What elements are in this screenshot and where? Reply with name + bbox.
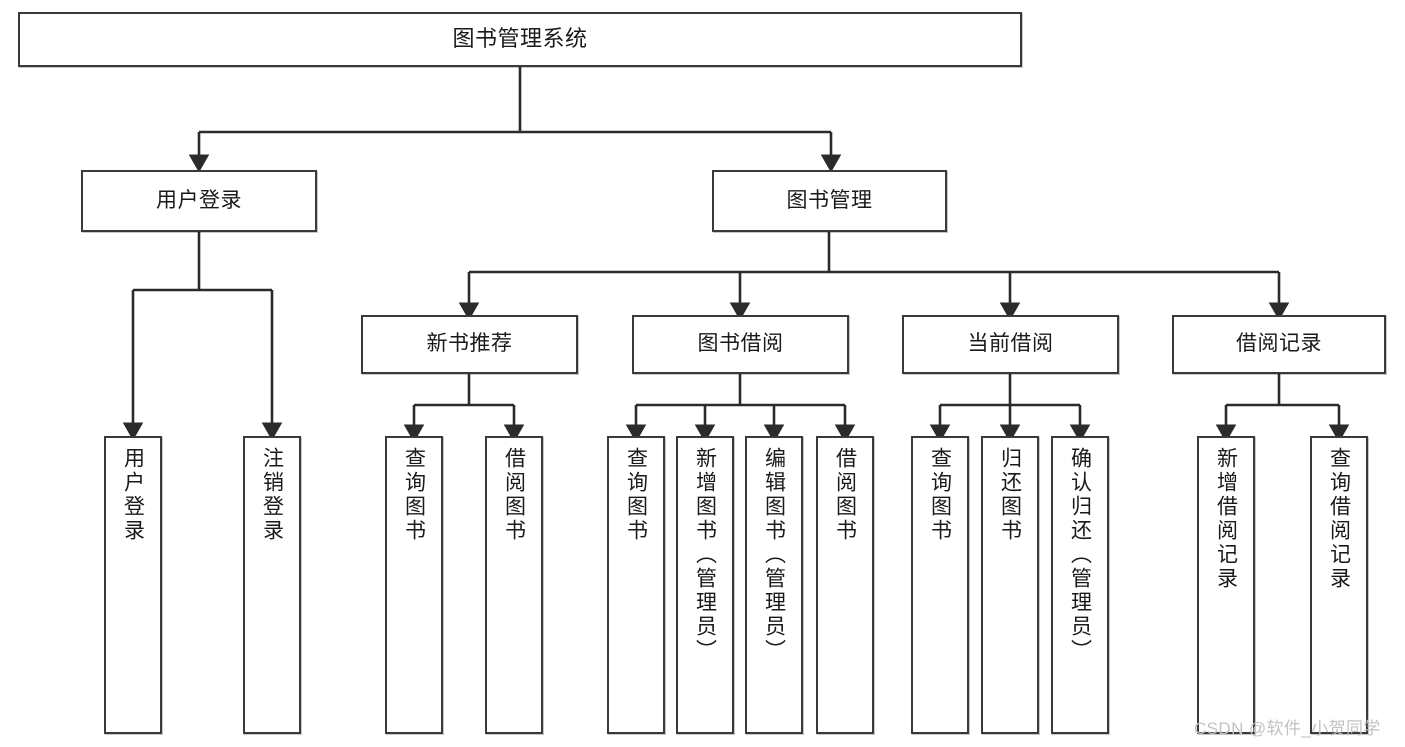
leaf-add-borrow-record[interactable]: 新增借阅记录 xyxy=(1197,436,1255,734)
node-label: 归还图书 xyxy=(998,447,1022,543)
leaf-query-book-borrow[interactable]: 查询图书 xyxy=(607,436,665,734)
node-label: 新增借阅记录 xyxy=(1214,447,1238,591)
leaf-return-book[interactable]: 归还图书 xyxy=(981,436,1039,734)
leaf-borrow-book-recommend[interactable]: 借阅图书 xyxy=(485,436,543,734)
leaf-borrow-book[interactable]: 借阅图书 xyxy=(816,436,874,734)
node-label: 用户登录 xyxy=(121,447,145,543)
node-borrow-records[interactable]: 借阅记录 xyxy=(1172,315,1386,374)
leaf-query-borrow-record[interactable]: 查询借阅记录 xyxy=(1310,436,1368,734)
leaf-query-book-current[interactable]: 查询图书 xyxy=(911,436,969,734)
leaf-logout[interactable]: 注销登录 xyxy=(243,436,301,734)
node-book-borrow[interactable]: 图书借阅 xyxy=(632,315,849,374)
leaf-edit-book-admin[interactable]: 编辑图书（管理员） xyxy=(745,436,803,734)
node-label: 图书借阅 xyxy=(697,332,784,356)
node-label: 借阅图书 xyxy=(833,447,857,543)
node-label: 图书管理 xyxy=(786,188,873,212)
node-label: 新书推荐 xyxy=(426,332,513,356)
node-label: 图书管理系统 xyxy=(452,26,588,52)
node-user-login[interactable]: 用户登录 xyxy=(81,170,317,232)
leaf-query-book-recommend[interactable]: 查询图书 xyxy=(385,436,443,734)
node-label: 查询图书 xyxy=(928,447,952,543)
node-label: 查询图书 xyxy=(402,447,426,543)
node-label: 借阅记录 xyxy=(1236,332,1322,356)
node-label: 查询借阅记录 xyxy=(1327,447,1351,591)
leaf-user-login[interactable]: 用户登录 xyxy=(104,436,162,734)
node-label: 当前借阅 xyxy=(967,332,1054,356)
node-label: 用户登录 xyxy=(156,188,242,212)
leaf-add-book-admin[interactable]: 新增图书（管理员） xyxy=(676,436,734,734)
leaf-confirm-return-admin[interactable]: 确认归还（管理员） xyxy=(1051,436,1109,734)
node-new-book-recommend[interactable]: 新书推荐 xyxy=(361,315,578,374)
node-book-management[interactable]: 图书管理 xyxy=(712,170,947,232)
node-root-system[interactable]: 图书管理系统 xyxy=(18,12,1022,67)
node-label: 确认归还（管理员） xyxy=(1068,447,1092,663)
node-current-borrow[interactable]: 当前借阅 xyxy=(902,315,1119,374)
node-label: 借阅图书 xyxy=(502,447,526,543)
node-label: 编辑图书（管理员） xyxy=(762,447,786,663)
node-label: 查询图书 xyxy=(624,447,648,543)
node-label: 新增图书（管理员） xyxy=(693,447,717,663)
node-label: 注销登录 xyxy=(260,447,284,543)
csdn-watermark: CSDN @软件_小贺同学 xyxy=(1194,719,1381,738)
